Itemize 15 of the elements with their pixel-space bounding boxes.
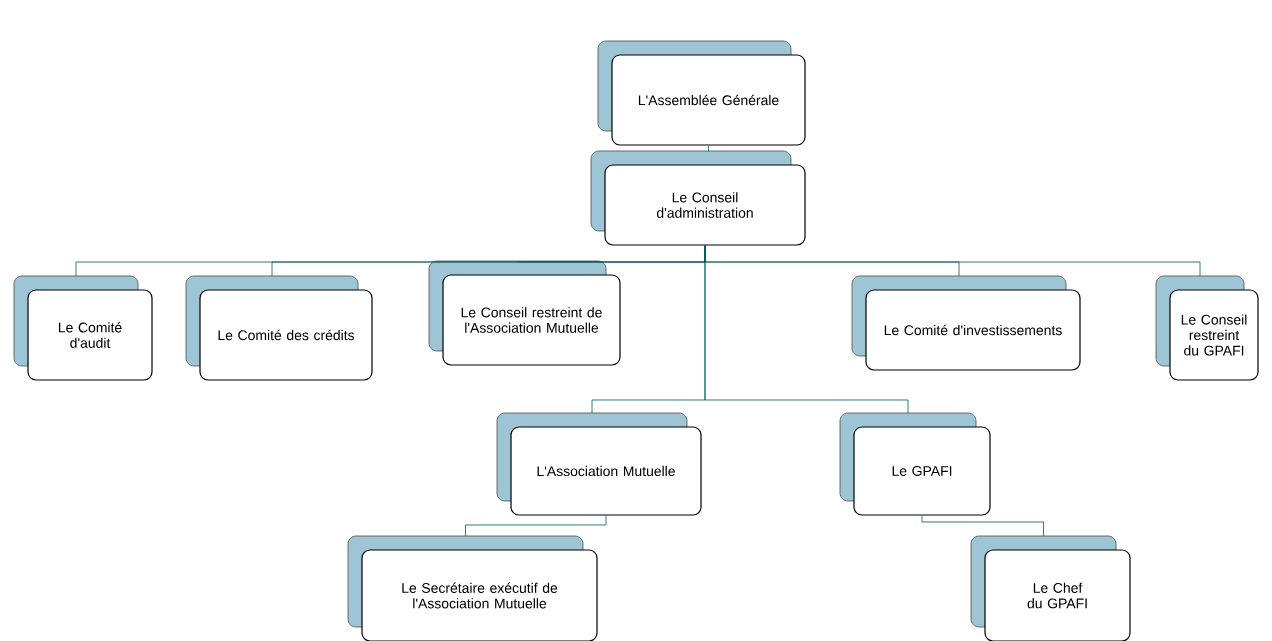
org-box: Le GPAFI bbox=[839, 412, 991, 516]
connector-line bbox=[921, 515, 1044, 537]
org-box: L'Association Mutuelle bbox=[496, 412, 702, 516]
org-box: Le Comité d'audit bbox=[13, 275, 153, 381]
connector-line bbox=[708, 145, 709, 152]
org-box: Le Comité des crédits bbox=[185, 275, 373, 381]
org-box: Le Conseil d'administration bbox=[590, 150, 806, 246]
org-box: L'Assemblée Générale bbox=[597, 40, 806, 146]
org-box: Le Conseil restreint du GPAFI bbox=[1155, 275, 1259, 381]
org-box: Le Conseil restreint de l'Association Mutuelle bbox=[428, 260, 621, 366]
connector-line bbox=[704, 245, 909, 414]
org-box: Le Chef du GPAFI bbox=[970, 535, 1131, 641]
org-box: Le Comité d'investissements bbox=[851, 275, 1081, 371]
connector-line bbox=[465, 515, 607, 537]
org-box: Le Secrétaire exécutif de l'Association Mutuelle bbox=[347, 535, 598, 641]
